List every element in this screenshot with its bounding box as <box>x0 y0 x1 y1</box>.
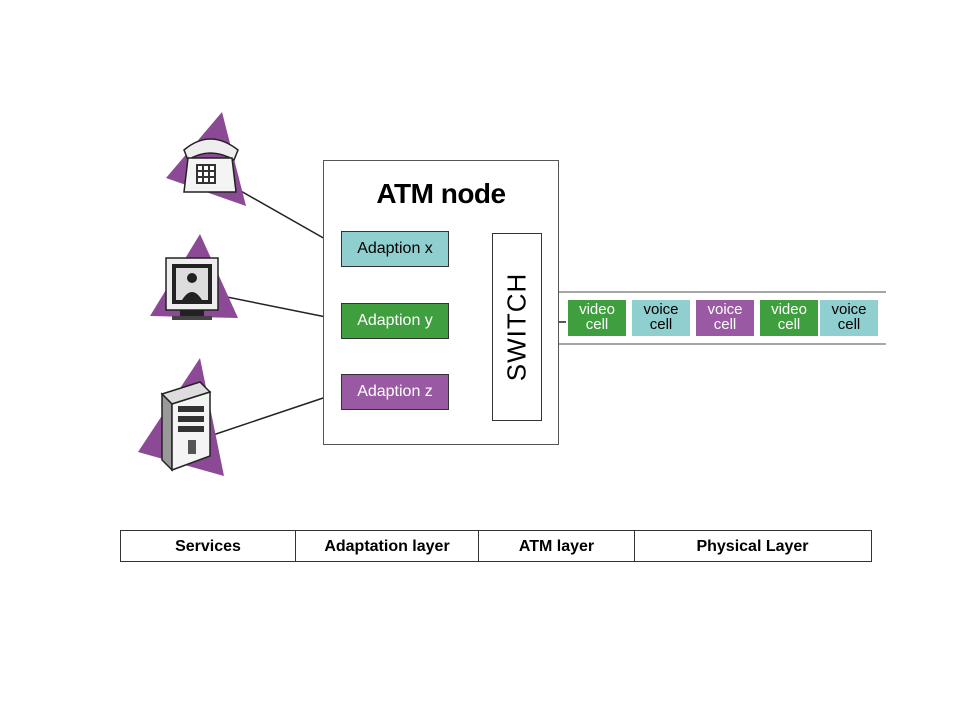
cell-2-line1: voice <box>643 301 679 318</box>
cell-4: video cell <box>760 300 818 336</box>
adaption-y-box: Adaption y <box>341 303 449 339</box>
layer-services: Services <box>175 538 241 555</box>
cell-1: video cell <box>568 300 626 336</box>
cell-5-line2: cell <box>837 316 861 333</box>
connector-monitor <box>221 295 342 321</box>
video-monitor-icon <box>150 234 238 320</box>
layer-adaptation: Adaptation layer <box>295 531 478 561</box>
cell-1-line1: video <box>579 301 615 318</box>
adaption-z-label: Adaption z <box>357 383 433 400</box>
adaption-x-box: Adaption x <box>341 231 449 267</box>
computer-tower-icon <box>138 358 224 476</box>
telephone-icon <box>166 112 246 206</box>
cell-5: voice cell <box>820 300 878 336</box>
cell-3: voice cell <box>696 300 754 336</box>
connector-telephone <box>231 185 342 249</box>
cell-3-line2: cell <box>713 316 737 333</box>
layer-atm: ATM layer <box>478 531 634 561</box>
switch-label: SWITCH <box>501 272 532 382</box>
atm-node-title: ATM node <box>376 178 506 209</box>
switch-box: SWITCH <box>492 233 542 421</box>
layer-physical: Physical Layer <box>634 531 870 561</box>
cell-4-line1: video <box>771 301 807 318</box>
cell-2-line2: cell <box>649 316 673 333</box>
adaption-x-label: Adaption x <box>357 240 433 257</box>
cell-3-line1: voice <box>707 301 743 318</box>
layer-bar: Services Adaptation layer ATM layer Phys… <box>120 530 872 562</box>
adaption-z-box: Adaption z <box>341 374 449 410</box>
cell-5-line1: voice <box>831 301 867 318</box>
adaption-y-label: Adaption y <box>357 312 433 329</box>
connector-computer <box>209 391 342 437</box>
cell-1-line2: cell <box>585 316 609 333</box>
cell-2: voice cell <box>632 300 690 336</box>
cell-4-line2: cell <box>777 316 801 333</box>
